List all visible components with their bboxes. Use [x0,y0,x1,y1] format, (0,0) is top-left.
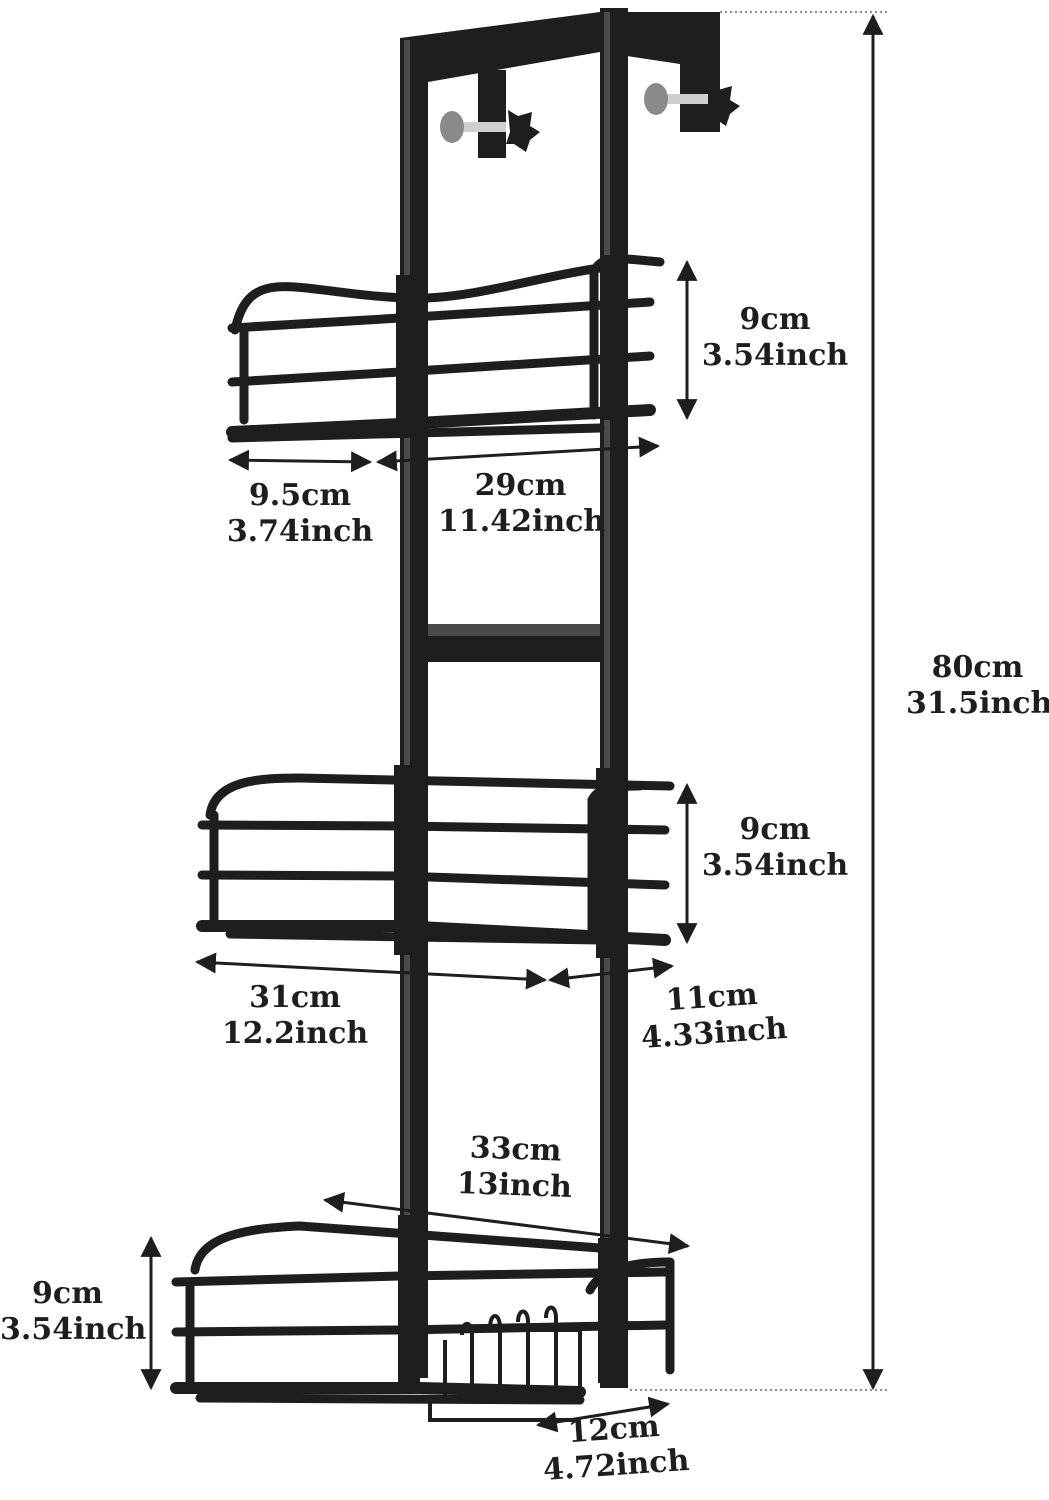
arrow-bottom-basket-width [322,1191,691,1255]
top-basket [226,254,665,443]
frame-highlights [404,12,610,1382]
arrow-middle-basket-width [194,952,548,990]
top-basket-brackets [396,255,622,435]
dimension-arrows [140,13,884,1433]
arrow-top-basket-width [375,436,661,472]
bottom-basket-soap-rack [428,1305,582,1422]
arrow-bottom-basket-depth [535,1396,671,1433]
right-door-screw [644,83,740,126]
middle-basket-brackets [394,765,618,958]
extension-lines [630,11,890,1391]
left-door-screw [440,110,540,152]
arrow-middle-basket-depth [547,957,675,989]
bottom-basket-brackets [398,1215,620,1390]
arrow-top-basket-depth [227,449,373,473]
